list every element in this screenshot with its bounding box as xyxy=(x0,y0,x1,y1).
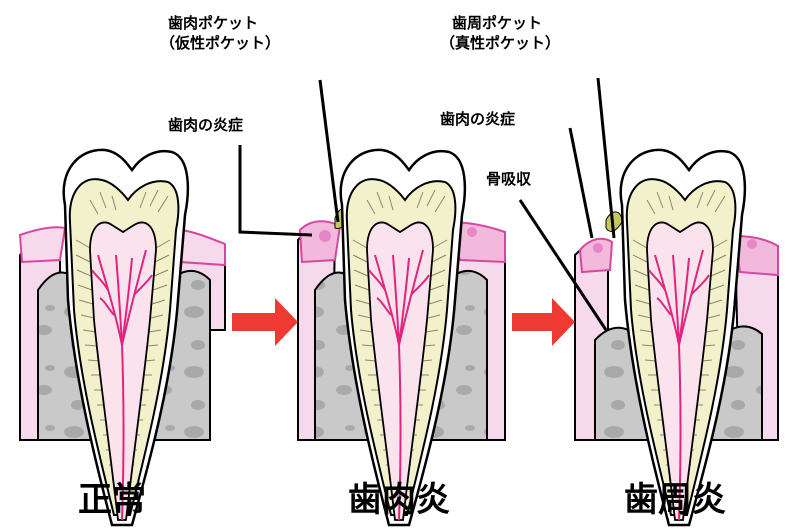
gingival-pocket-label: 歯肉ポケット xyxy=(168,14,259,32)
bone-resorption-label: 骨吸収 xyxy=(486,170,532,188)
panel-normal xyxy=(18,148,226,527)
gum-inflammation-label-1: 歯肉の炎症 xyxy=(168,116,244,134)
periodontal-pocket-label: 歯周ポケット xyxy=(452,14,543,32)
arrow-1 xyxy=(232,298,298,346)
panel-gingivitis xyxy=(297,148,506,527)
stage-title-gingivitis: 歯肉炎 xyxy=(348,480,450,520)
stage-title-periodontitis: 歯周炎 xyxy=(624,480,726,520)
stage-title-normal: 正常 xyxy=(78,480,146,520)
periodontal-pocket-sub-label: （真性ポケット） xyxy=(440,34,561,52)
panel-periodontitis xyxy=(574,148,779,527)
gum-inflammation-label-2: 歯肉の炎症 xyxy=(440,110,516,128)
arrow-2 xyxy=(512,298,575,346)
gingival-pocket-sub-label: （仮性ポケット） xyxy=(160,34,281,52)
leader-lines xyxy=(238,77,616,331)
